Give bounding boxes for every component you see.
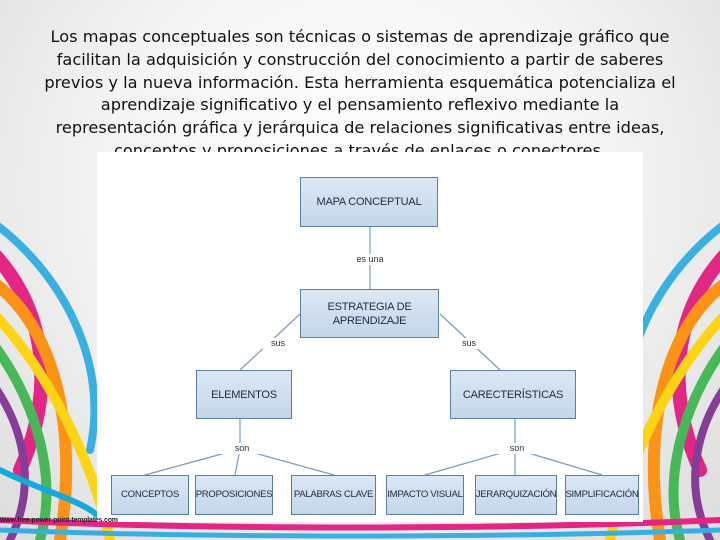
node-mapa-conceptual: MAPA CONCEPTUAL [300,177,438,227]
node-estrategia-de-aprendizaje: ESTRATEGIA DE APRENDIZAJE [300,289,439,338]
link-label-son-right: son [487,443,547,454]
intro-paragraph: Los mapas conceptuales son técnicas o si… [40,26,680,163]
node-palabras-clave: PALABRAS CLAVE [291,475,376,515]
node-impacto-visual: IMPACTO VISUAL [386,475,464,515]
link-label-sus-right: sus [439,338,499,349]
link-label-son-left: son [212,443,272,454]
node-caracteristicas: CARECTERÍSTICAS [450,370,576,419]
node-conceptos: CONCEPTOS [111,475,189,515]
link-label-es-una: es una [340,254,400,265]
link-label-sus-left: sus [248,338,308,349]
node-jerarquizacion: JERARQUIZACIÓN [475,475,557,515]
footer-watermark-url: www.free-power-point-templates.com [0,517,118,524]
concept-map-panel: es una sus sus son son MAPA CONCEPTUAL E… [97,152,643,522]
node-proposiciones: PROPOSICIONES [195,475,273,515]
node-simplificacion: SIMPLIFICACIÓN [565,475,639,515]
node-elementos: ELEMENTOS [196,370,292,419]
